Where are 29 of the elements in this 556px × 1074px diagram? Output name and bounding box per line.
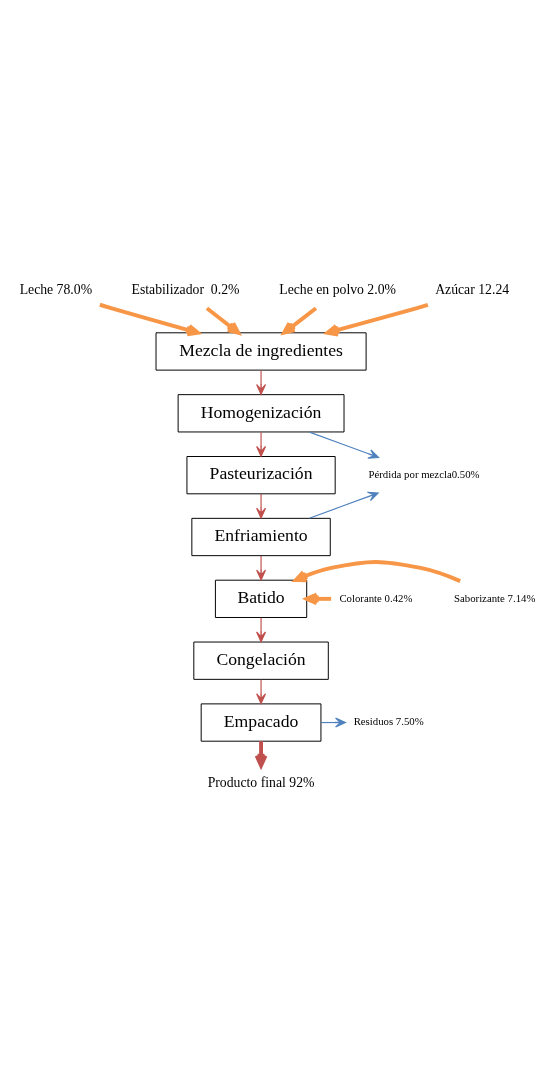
node-text: Leche en polvo 2.0% bbox=[279, 282, 396, 298]
arrow bbox=[293, 560, 461, 583]
arrow bbox=[308, 491, 379, 519]
node-text: Azúcar 12.24 bbox=[435, 282, 510, 298]
arrow bbox=[256, 617, 267, 643]
node-box: Homogenización bbox=[177, 394, 345, 433]
arrow bbox=[205, 306, 241, 335]
node-text: Residuos 7.50% bbox=[353, 715, 424, 728]
node-box: Batido bbox=[214, 579, 308, 618]
arrow bbox=[282, 306, 318, 335]
node-box: Pasteurización bbox=[186, 456, 336, 495]
arrow bbox=[99, 302, 201, 337]
arrow bbox=[325, 303, 429, 337]
node-box: Congelación bbox=[193, 641, 329, 680]
arrow bbox=[256, 679, 267, 705]
node-box: Mezcla de ingredientes bbox=[155, 332, 367, 371]
node-text: Estabilizador 0.2% bbox=[131, 282, 240, 298]
node-text: Leche 78.0% bbox=[19, 282, 93, 298]
arrow bbox=[256, 369, 267, 395]
arrow bbox=[308, 431, 380, 459]
arrow bbox=[256, 493, 267, 519]
node-box: Empacado bbox=[200, 703, 322, 742]
arrow bbox=[256, 431, 267, 457]
node-text: Saborizante 7.14% bbox=[453, 591, 536, 604]
node-text: Pérdida por mezcla0.50% bbox=[368, 467, 480, 480]
node-box: Enfriamiento bbox=[191, 517, 331, 557]
node-text: Colorante 0.42% bbox=[339, 591, 413, 604]
arrow bbox=[256, 555, 267, 581]
node-text: Producto final 92% bbox=[207, 775, 315, 791]
